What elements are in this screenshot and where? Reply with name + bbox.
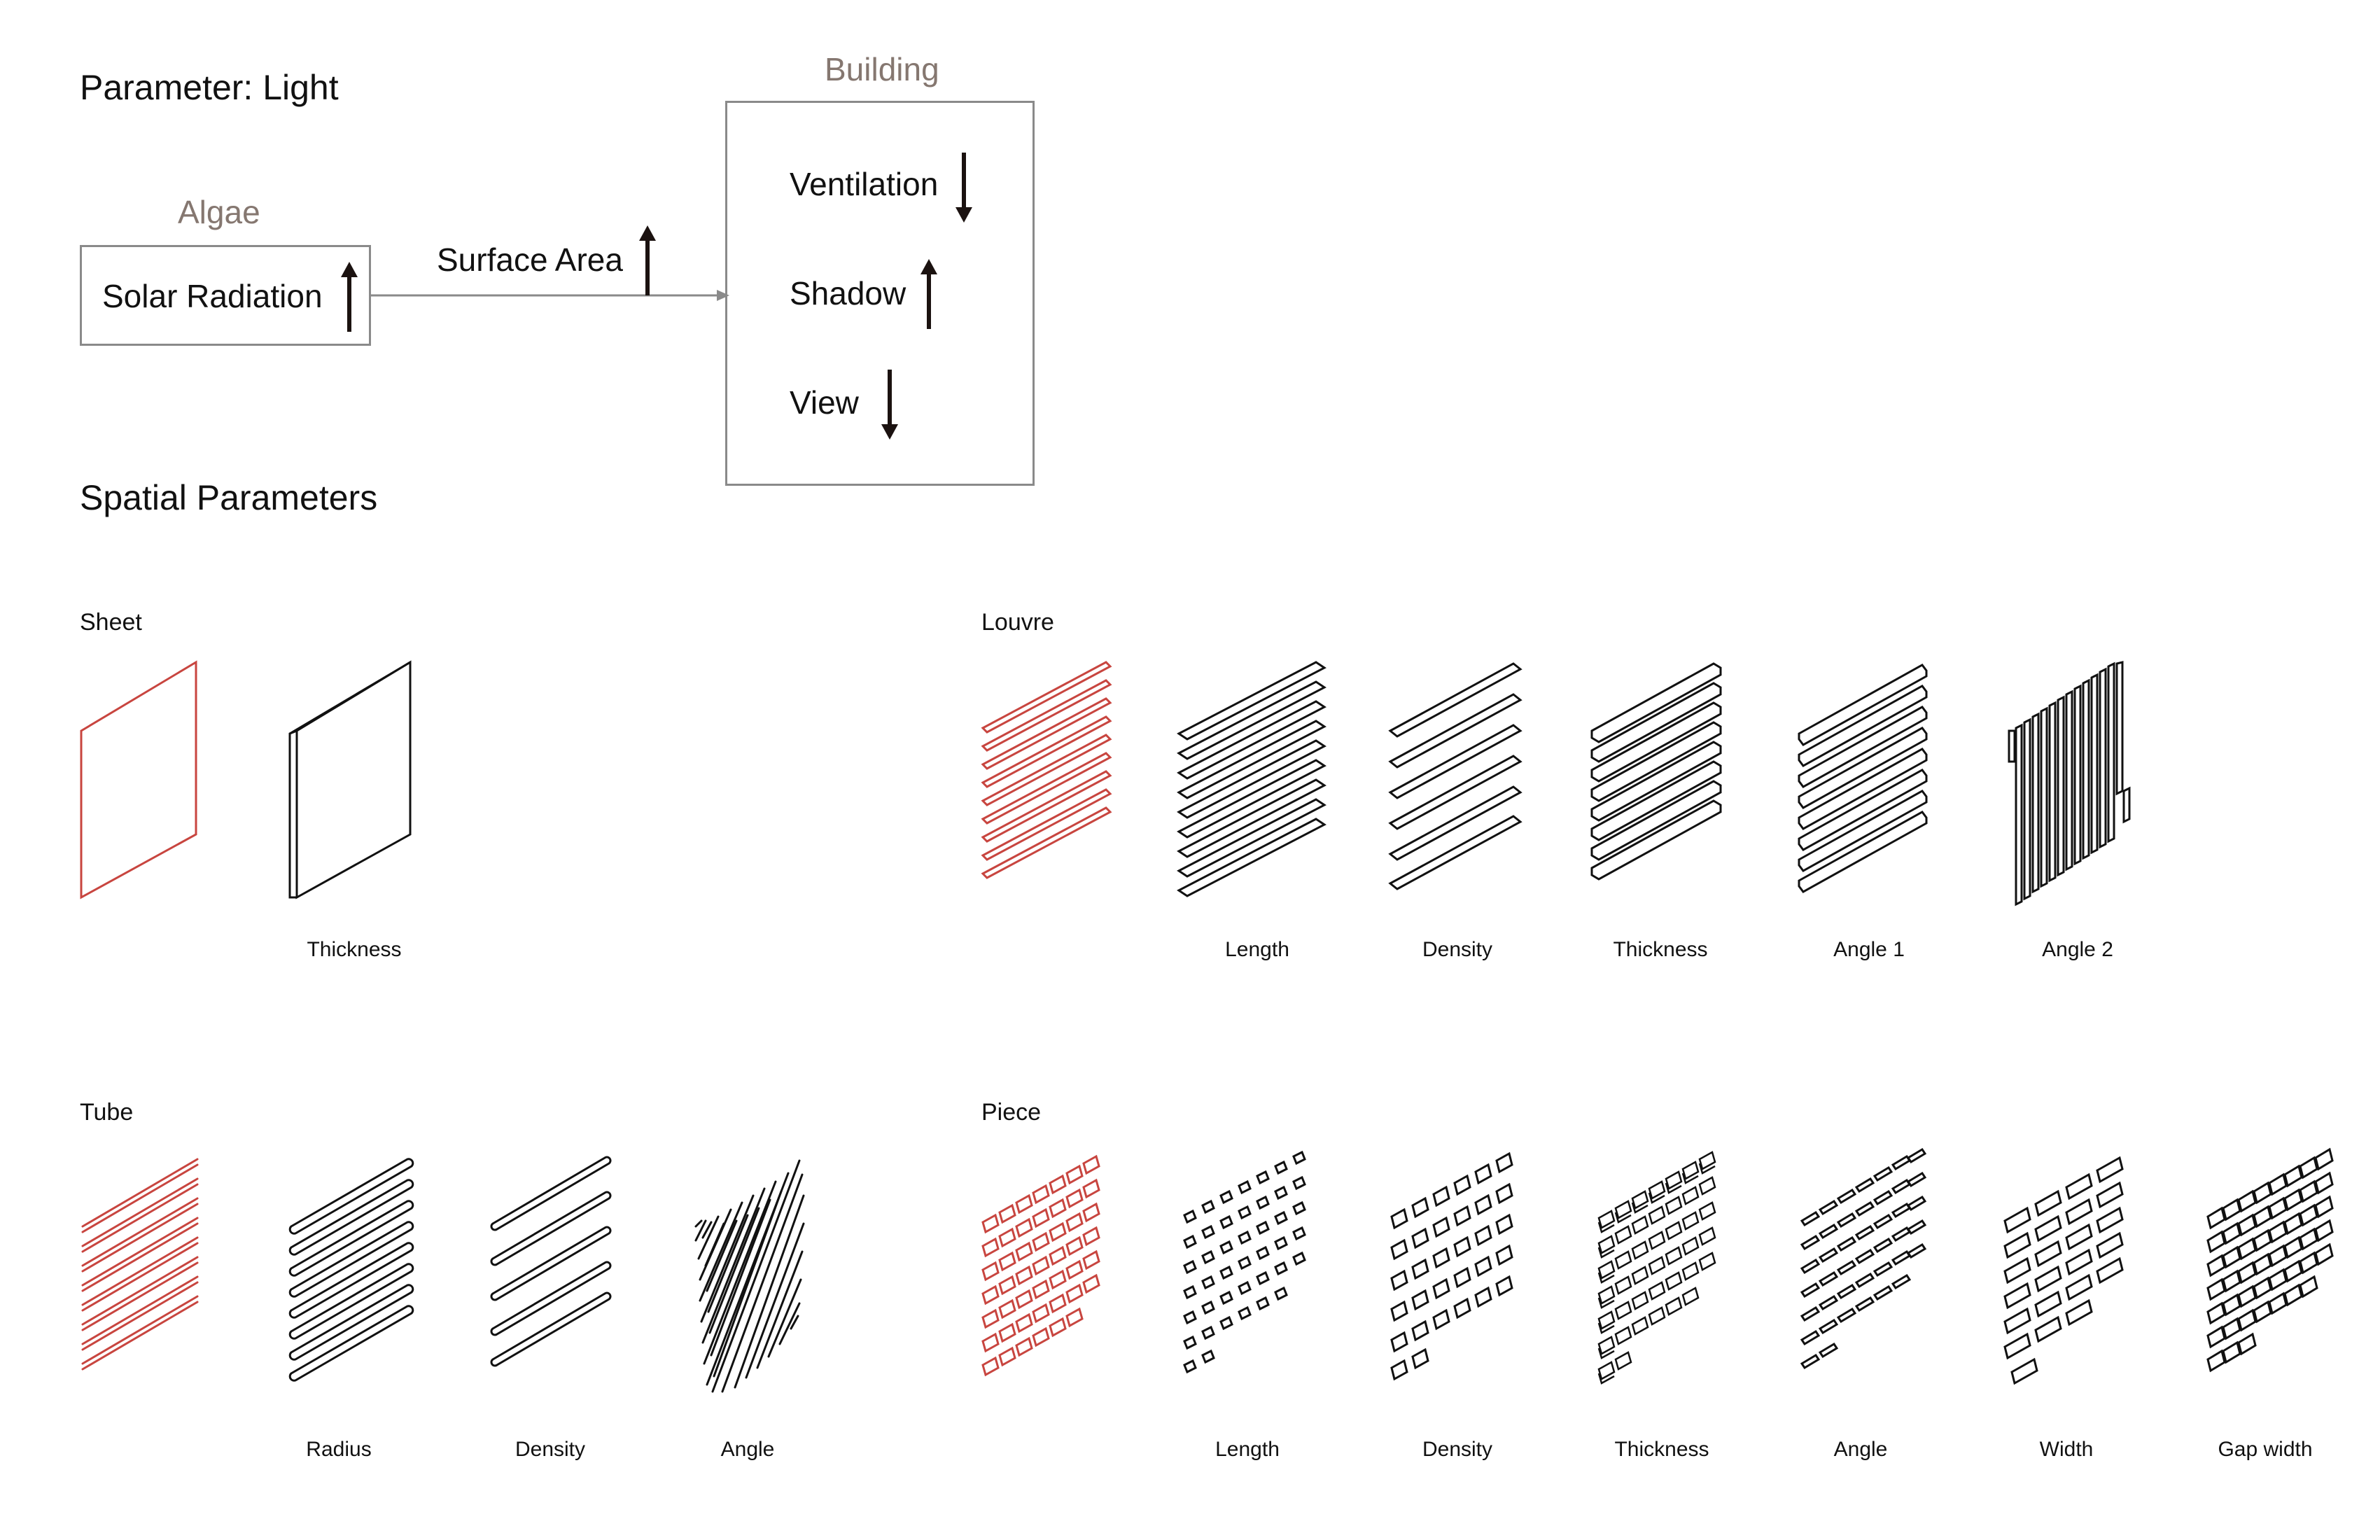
down-arrow-icon bbox=[881, 370, 898, 440]
group-title-sheet: Sheet bbox=[80, 609, 142, 636]
building-item-view: View bbox=[790, 384, 859, 421]
connector-arrow bbox=[371, 290, 729, 301]
piece-base-figure bbox=[981, 1154, 1100, 1377]
piece-thickness-figure bbox=[1597, 1151, 1716, 1385]
label-tube-density: Density bbox=[514, 1438, 586, 1461]
louvre-length-figure bbox=[1177, 661, 1326, 897]
louvre-base-figure bbox=[981, 661, 1112, 879]
up-arrow-icon bbox=[920, 259, 937, 329]
tube-angle-figure bbox=[694, 1159, 805, 1393]
label-louvre-thickness: Thickness bbox=[1613, 938, 1708, 961]
louvre-angle-2-figure bbox=[2008, 661, 2131, 906]
label-louvre-length: Length bbox=[1225, 938, 1289, 961]
label-piece-density: Density bbox=[1422, 1438, 1493, 1461]
label-louvre-density: Density bbox=[1422, 938, 1493, 961]
building-box bbox=[725, 101, 1035, 486]
sheet-thickness-figure bbox=[288, 660, 412, 899]
label-piece-width: Width bbox=[2039, 1438, 2094, 1461]
group-title-tube: Tube bbox=[80, 1099, 134, 1126]
down-arrow-icon bbox=[955, 153, 972, 223]
building-item-shadow: Shadow bbox=[790, 275, 906, 312]
piece-gap-width-figure bbox=[2206, 1147, 2334, 1373]
louvre-thickness-figure bbox=[1590, 662, 1722, 881]
label-tube-angle: Angle bbox=[720, 1438, 775, 1461]
label-piece-gap-width: Gap width bbox=[2218, 1438, 2313, 1461]
piece-density-figure bbox=[1390, 1152, 1513, 1381]
up-arrow-icon bbox=[341, 262, 358, 332]
page-title: Parameter: Light bbox=[80, 68, 339, 107]
algae-item-label: Solar Radiation bbox=[102, 278, 323, 314]
tube-base-figure bbox=[81, 1158, 199, 1371]
building-title: Building bbox=[825, 51, 939, 88]
label-sheet-thickness: Thickness bbox=[307, 938, 402, 961]
label-louvre-angle-1: Angle 1 bbox=[1833, 938, 1905, 961]
group-title-louvre: Louvre bbox=[981, 609, 1054, 636]
label-tube-radius: Radius bbox=[306, 1438, 372, 1461]
group-title-piece: Piece bbox=[981, 1099, 1042, 1126]
louvre-density-figure bbox=[1388, 662, 1522, 890]
building-item-ventilation: Ventilation bbox=[790, 166, 939, 202]
louvre-angle-1-figure bbox=[1798, 664, 1928, 893]
tube-density-figure bbox=[490, 1156, 612, 1367]
label-louvre-angle-2: Angle 2 bbox=[2042, 938, 2113, 961]
label-piece-length: Length bbox=[1215, 1438, 1280, 1461]
tube-radius-figure bbox=[288, 1158, 414, 1382]
label-piece-angle: Angle bbox=[1833, 1438, 1888, 1461]
surface-area-label: Surface Area bbox=[437, 241, 623, 278]
label-piece-thickness: Thickness bbox=[1614, 1438, 1709, 1461]
spatial-parameters-title: Spatial Parameters bbox=[80, 478, 378, 517]
sheet-base-figure bbox=[80, 660, 197, 899]
piece-angle-figure bbox=[1800, 1147, 1927, 1370]
piece-length-figure bbox=[1183, 1150, 1306, 1374]
up-arrow-icon bbox=[639, 225, 656, 295]
algae-box bbox=[80, 245, 371, 346]
algae-title: Algae bbox=[178, 194, 260, 230]
piece-width-figure bbox=[2003, 1156, 2124, 1385]
